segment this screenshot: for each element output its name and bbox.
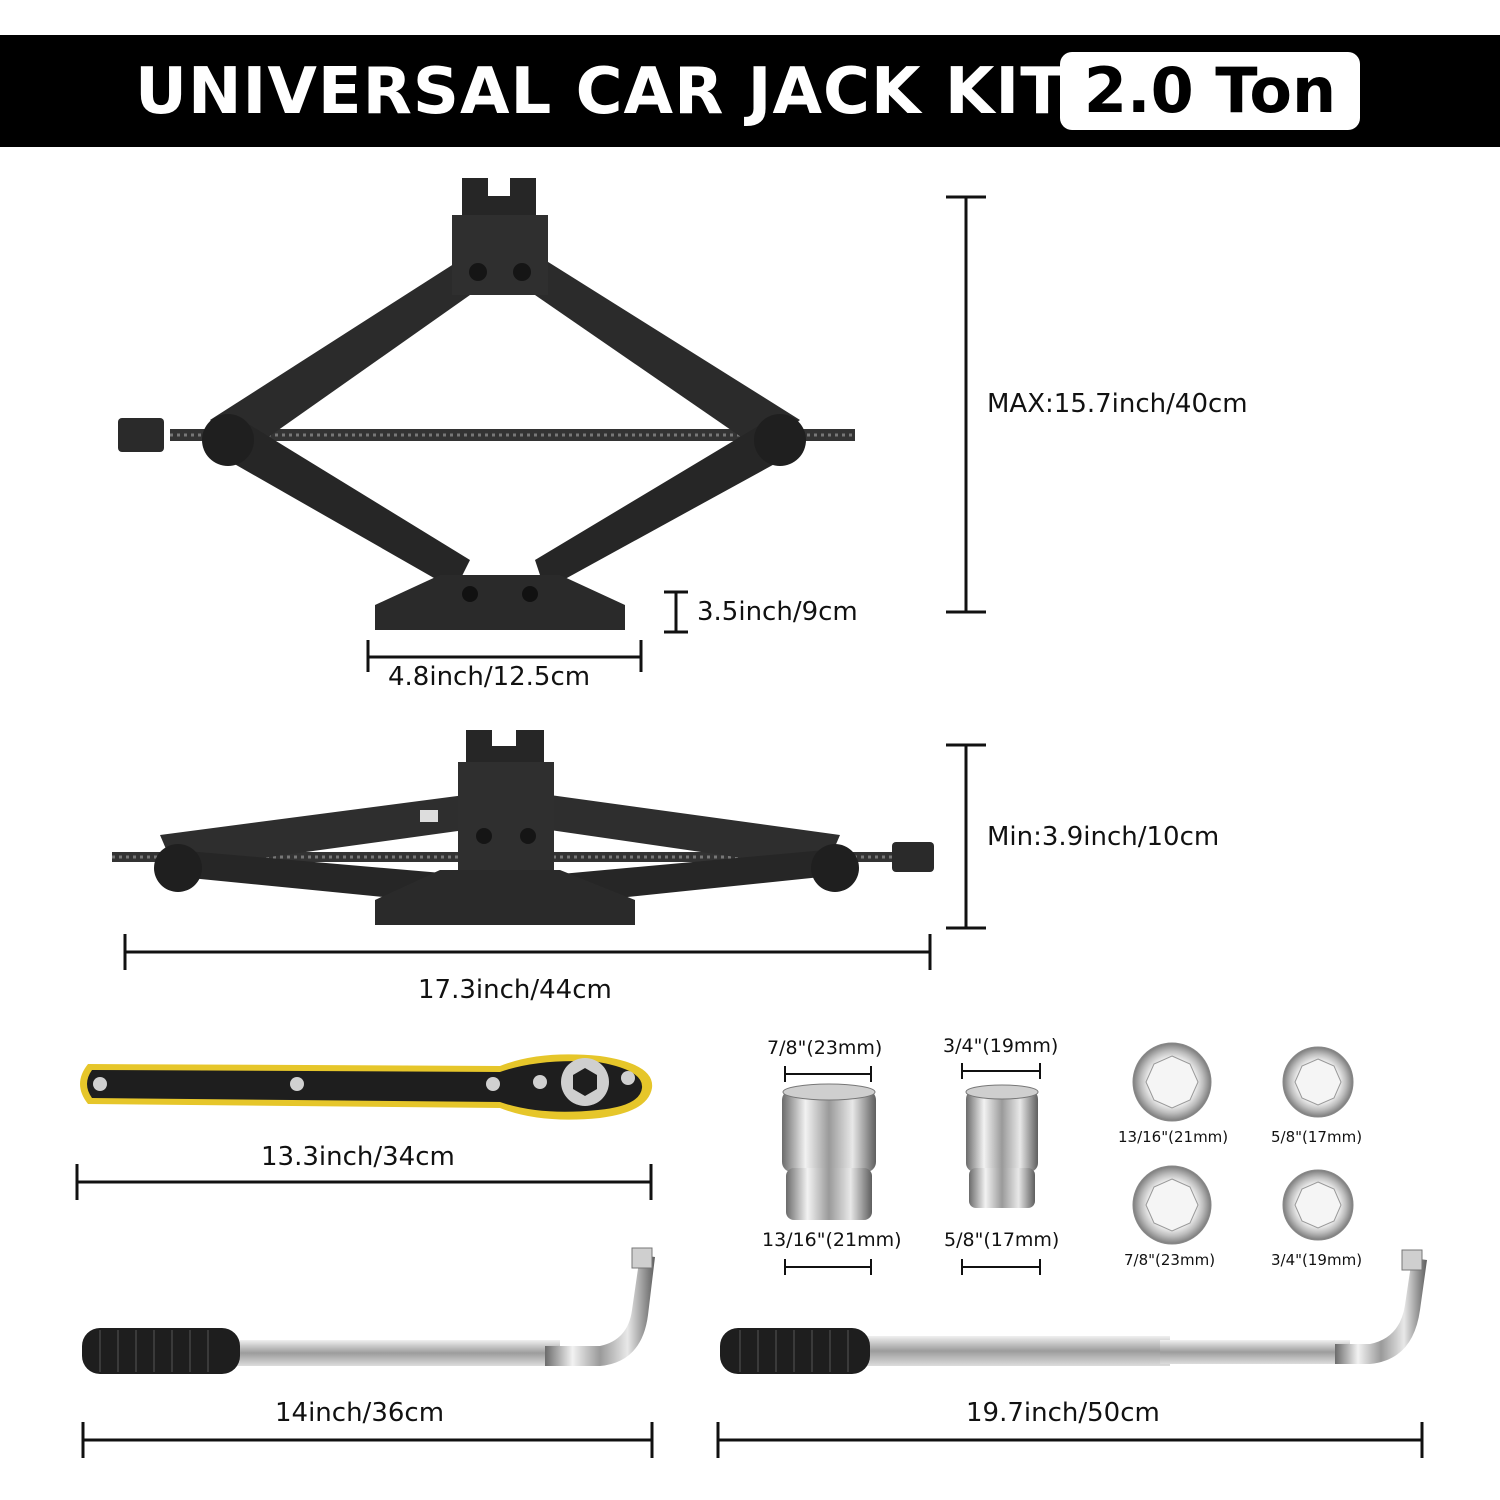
base-width-dimension: [366, 640, 643, 672]
socket-small-top-label: 3/4"(19mm): [943, 1035, 1059, 1057]
jack-pivot-right: [754, 414, 806, 466]
socket-face-4: [1282, 1169, 1354, 1241]
scissor-jack-collapsed: [112, 730, 934, 925]
jack-base: [375, 575, 625, 630]
socket-small-bottom-label: 5/8"(17mm): [944, 1229, 1060, 1251]
socket-face-3-label: 7/8"(23mm): [1124, 1251, 1216, 1269]
short-wrench-length-label: 14inch/36cm: [275, 1398, 445, 1428]
ratchet-length-label: 13.3inch/34cm: [261, 1142, 455, 1172]
page-title: UNIVERSAL CAR JACK KIT: [135, 55, 1065, 129]
lug-wrench-long: [720, 1249, 1427, 1374]
capacity-badge: 2.0 Ton: [1060, 52, 1360, 130]
collapsed-length-label: 17.3inch/44cm: [418, 975, 612, 1005]
socket-face-1: [1132, 1042, 1212, 1122]
collapsed-length-dimension: [123, 934, 932, 970]
max-height-label: MAX:15.7inch/40cm: [987, 389, 1248, 419]
socket-face-2: [1282, 1046, 1354, 1118]
socket-large-bottom-label: 13/16"(21mm): [762, 1229, 902, 1251]
socket-small: [965, 1084, 1039, 1208]
jack-screw: [170, 429, 855, 441]
socket-face-3: [1132, 1165, 1212, 1245]
min-height-dimension: [946, 743, 986, 930]
long-wrench-length-label: 19.7inch/50cm: [966, 1398, 1160, 1428]
socket-dimension-lines: [784, 1063, 1041, 1275]
ratchet-length-dimension: [75, 1164, 653, 1200]
jack-pivot-left: [202, 414, 254, 466]
ratchet-wrench: [80, 1054, 653, 1120]
lug-wrench-short: [82, 1247, 655, 1374]
socket-large-top-label: 7/8"(23mm): [767, 1037, 883, 1059]
short-wrench-length-dimension: [81, 1422, 654, 1458]
scissor-jack-extended: [118, 178, 855, 630]
base-height-dimension: [664, 590, 688, 634]
base-width-label: 4.8inch/12.5cm: [388, 662, 591, 692]
lug-wrench-short-grip: [82, 1328, 240, 1374]
max-height-dimension: [946, 195, 986, 614]
min-height-label: Min:3.9inch/10cm: [987, 822, 1220, 852]
long-wrench-length-dimension: [716, 1422, 1424, 1458]
base-height-label: 3.5inch/9cm: [697, 597, 858, 627]
socket-face-2-label: 5/8"(17mm): [1271, 1128, 1363, 1146]
socket-face-1-label: 13/16"(21mm): [1118, 1128, 1229, 1146]
socket-face-4-label: 3/4"(19mm): [1271, 1251, 1363, 1269]
jack-drive-nut: [118, 418, 164, 452]
socket-large: [782, 1083, 876, 1220]
